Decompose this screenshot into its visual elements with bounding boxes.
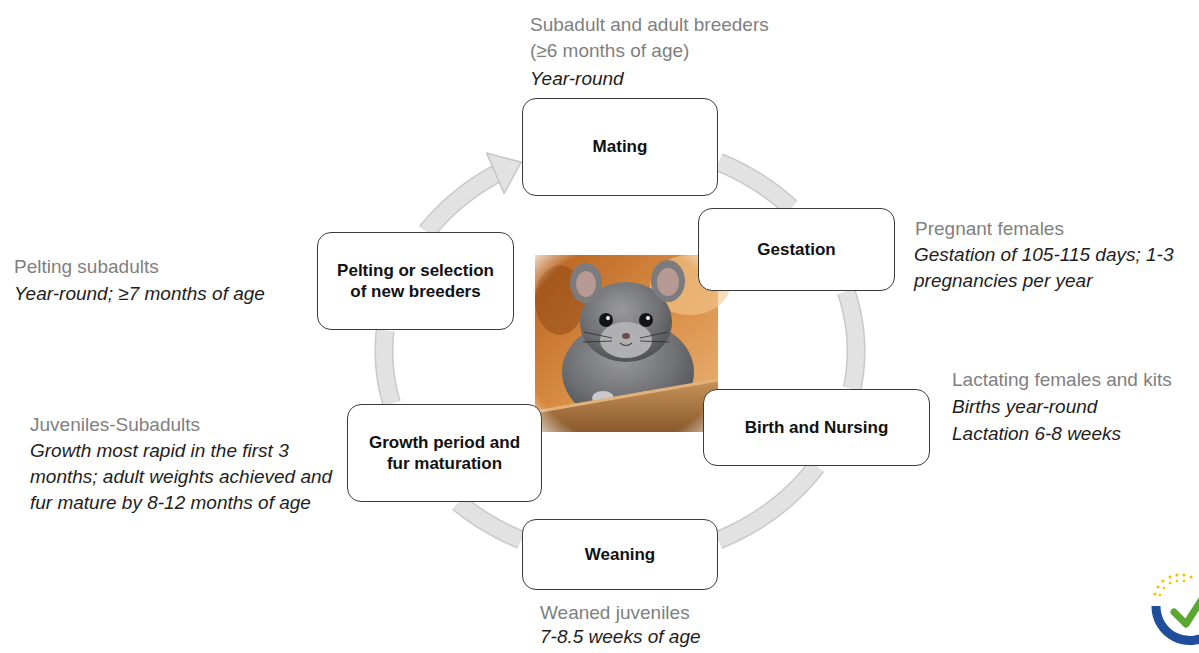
ring-outline bbox=[719, 162, 791, 208]
group-heading: Subadult and adult breeders (≥6 months o… bbox=[530, 12, 792, 64]
process-box: Weaning bbox=[522, 519, 718, 590]
logo bbox=[1153, 573, 1199, 640]
box-text: Birth and Nursing bbox=[745, 417, 889, 438]
cycle-arrow bbox=[427, 153, 521, 232]
process-box: Pelting or selection of new breeders bbox=[317, 232, 514, 330]
note-text: Year-round; ≥7 months of age bbox=[14, 281, 265, 307]
ring-band bbox=[427, 171, 503, 232]
ring-outline bbox=[427, 171, 503, 232]
box-text: Weaning bbox=[585, 544, 656, 565]
group-heading: Pregnant females bbox=[915, 216, 1064, 242]
ring-band bbox=[719, 162, 791, 208]
box-text: Gestation bbox=[757, 239, 835, 260]
note-text: Growth most rapid in the first 3 months;… bbox=[30, 438, 335, 517]
process-box: Birth and Nursing bbox=[703, 389, 930, 466]
ring-band bbox=[384, 331, 392, 404]
group-heading: Juveniles-Subadults bbox=[30, 412, 200, 438]
group-heading: Pelting subadults bbox=[14, 254, 159, 280]
note-text: Year-round bbox=[530, 66, 624, 92]
ring-band bbox=[846, 292, 856, 389]
ring-outline bbox=[846, 292, 856, 389]
note-text: 7-8.5 weeks of age bbox=[540, 624, 701, 650]
ring-band bbox=[458, 503, 521, 540]
cycle-arrow bbox=[719, 466, 817, 540]
ring-outline bbox=[458, 503, 521, 540]
cycle-arrow bbox=[384, 331, 392, 404]
note-text: Lactation 6-8 weeks bbox=[952, 421, 1121, 447]
process-box: Gestation bbox=[698, 208, 895, 291]
box-text: Growth period and fur maturation bbox=[360, 432, 529, 475]
note-text: Gestation of 105-115 days; 1-3 pregnanci… bbox=[914, 242, 1192, 294]
process-box: Mating bbox=[522, 98, 718, 196]
group-heading: Weaned juveniles bbox=[540, 600, 690, 626]
ring-band bbox=[719, 466, 817, 540]
ring-outline bbox=[384, 331, 392, 404]
arrow-head bbox=[487, 153, 521, 193]
note-text: Births year-round bbox=[952, 394, 1097, 420]
box-text: Mating bbox=[593, 136, 648, 157]
box-text: Pelting or selection of new breeders bbox=[330, 260, 501, 303]
cycle-arrow bbox=[458, 503, 521, 540]
process-box: Growth period and fur maturation bbox=[347, 404, 542, 502]
cycle-arrow bbox=[719, 162, 791, 208]
cycle-arrow bbox=[846, 292, 856, 389]
ring-outline bbox=[719, 466, 817, 540]
group-heading: Lactating females and kits bbox=[952, 367, 1172, 393]
